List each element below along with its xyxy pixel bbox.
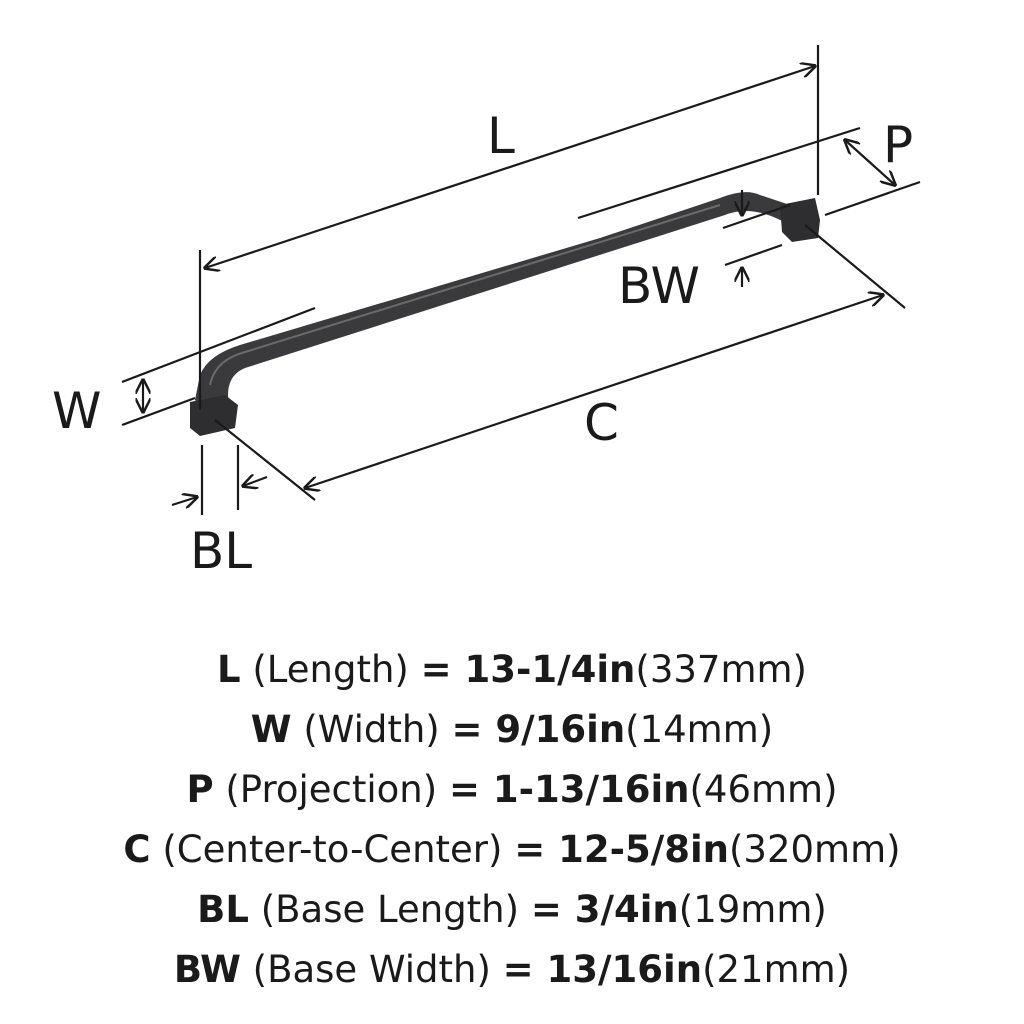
spec-imperial: = 1-13/16in [448, 768, 690, 811]
spec-code: BL [197, 888, 249, 931]
spec-imperial: = 13/16in [502, 948, 703, 991]
spec-name: (Base Width) [252, 948, 491, 991]
spec-metric: (19mm) [678, 888, 827, 931]
spec-code: L [217, 648, 241, 691]
label-BL: BL [190, 522, 252, 580]
dimension-lines [121, 45, 921, 515]
spec-name: (Width) [303, 708, 440, 751]
spec-metric: (46mm) [689, 768, 838, 811]
spec-center-to-center: C (Center-to-Center) = 12-5/8in(320mm) [0, 820, 1024, 880]
spec-imperial: = 12-5/8in [514, 828, 729, 871]
spec-metric: (337mm) [635, 648, 807, 691]
spec-code: C [123, 828, 151, 871]
spec-metric: (320mm) [728, 828, 901, 871]
spec-name: (Base Length) [260, 888, 520, 931]
spec-name: (Length) [252, 648, 409, 691]
label-L: L [487, 107, 515, 165]
spec-metric: (14mm) [625, 708, 774, 751]
dimension-diagram: L P BW W C BL [52, 45, 921, 580]
spec-length: L (Length) = 13-1/4in(337mm) [0, 640, 1024, 700]
spec-base-width: BW (Base Width) = 13/16in(21mm) [0, 940, 1024, 1000]
spec-imperial: = 3/4in [530, 888, 679, 931]
spec-name: (Projection) [225, 768, 438, 811]
spec-code: BW [173, 948, 241, 991]
spec-width: W (Width) = 9/16in(14mm) [0, 700, 1024, 760]
label-W: W [52, 382, 101, 440]
spec-code: W [250, 708, 292, 751]
label-BW: BW [618, 257, 700, 315]
spec-imperial: = 13-1/4in [420, 648, 636, 691]
cabinet-pull-handle [190, 192, 820, 436]
spec-imperial: = 9/16in [451, 708, 626, 751]
spec-metric: (21mm) [702, 948, 851, 991]
spec-name: (Center-to-Center) [162, 828, 503, 871]
specifications-list: L (Length) = 13-1/4in(337mm) W (Width) =… [0, 640, 1024, 1000]
spec-code: P [186, 768, 214, 811]
spec-base-length: BL (Base Length) = 3/4in(19mm) [0, 880, 1024, 940]
label-C: C [584, 394, 619, 452]
spec-projection: P (Projection) = 1-13/16in(46mm) [0, 760, 1024, 820]
label-P: P [883, 116, 913, 174]
